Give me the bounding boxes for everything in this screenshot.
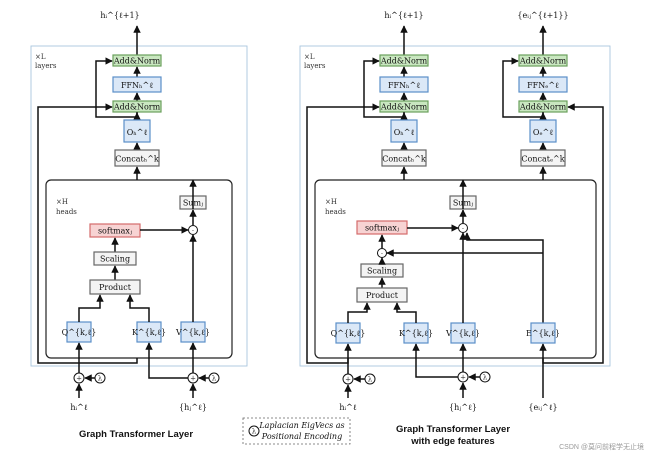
left-v-label: V^{k,ℓ} xyxy=(175,328,210,337)
left-concat-box xyxy=(114,149,160,167)
right-ffn-e-box xyxy=(518,76,568,93)
legend-symbol: λ xyxy=(252,428,257,436)
right-addnorm-e-top-box xyxy=(518,54,568,67)
right-caption-line1: Graph Transformer Layer xyxy=(396,424,510,435)
right-e-label: E^{k,ℓ} xyxy=(526,329,560,338)
left-caption: Graph Transformer Layer xyxy=(79,429,193,440)
right-ffn-e-label: FFNₑ^ℓ xyxy=(527,81,559,90)
right-concat-h-label: Concatₕ^k xyxy=(382,155,426,164)
left-panel: ×L layers ×H heads hᵢ^{ℓ+1} Add&Norm FFN… xyxy=(30,11,248,440)
right-concat-e-label: Concatₑ^k xyxy=(521,155,564,164)
left-plus2-op-symbol: + xyxy=(190,375,196,383)
right-softmax-label: softmaxⱼ xyxy=(365,224,399,233)
right-layer-frame xyxy=(299,45,611,367)
right-stack-sub: layers xyxy=(304,62,326,70)
left-stack-label: ×L xyxy=(35,53,46,61)
left-input-hj-label: {hⱼ^ℓ} xyxy=(179,403,207,412)
right-panel: ×L layers ×H heads hᵢ^{ℓ+1} Add&Norm FFN… xyxy=(299,11,611,447)
watermark: CSDN @莫问前程学无止境 xyxy=(559,442,644,451)
left-heads-label: ×H xyxy=(56,198,68,206)
right-q-label: Q^{k,ℓ} xyxy=(331,329,366,338)
right-plus2-op-symbol: + xyxy=(460,374,466,382)
left-plus-op-symbol: + xyxy=(76,375,82,383)
left-addnorm-top-label: Add&Norm xyxy=(113,57,161,66)
right-heads-label: ×H xyxy=(325,198,337,206)
left-addnorm-top-box xyxy=(112,54,162,67)
left-scaling-label: Scaling xyxy=(100,255,130,264)
right-o-h-box xyxy=(390,119,418,143)
left-addnorm-mid-label: Add&Norm xyxy=(113,103,161,112)
left-output-label: hᵢ^{ℓ+1} xyxy=(100,11,139,20)
legend-line2: Positional Encoding xyxy=(261,432,342,441)
left-heads-frame xyxy=(45,179,233,359)
legend: λ Laplacian EigVecs as Positional Encodi… xyxy=(242,417,351,445)
right-o-e-box xyxy=(529,119,557,143)
left-ffn-box xyxy=(112,76,162,93)
left-o-label: Oₕ^ℓ xyxy=(127,128,148,137)
right-output-e-label: {eᵢⱼ^{ℓ+1}} xyxy=(517,11,568,20)
left-ffn-label: FFNₕ^ℓ xyxy=(121,81,153,90)
right-plus-op-symbol: + xyxy=(345,376,351,384)
right-caption-line2: with edge features xyxy=(410,436,494,447)
right-dot-op-symbol: · xyxy=(462,225,464,233)
right-dot2-op-symbol: · xyxy=(381,250,383,258)
right-lambda2-op-symbol: λ xyxy=(483,374,488,382)
left-k-label: K^{k,ℓ} xyxy=(132,328,166,337)
right-input-h-label: hᵢ^ℓ xyxy=(339,403,356,412)
left-lambda-op-symbol: λ xyxy=(98,375,103,383)
left-layer-frame xyxy=(30,45,248,367)
left-stack-sub: layers xyxy=(35,62,57,70)
left-input-h-label: hᵢ^ℓ xyxy=(70,403,87,412)
right-ffn-h-box xyxy=(379,76,429,93)
legend-lambda-icon xyxy=(248,425,260,437)
right-addnorm-e-mid-label: Add&Norm xyxy=(519,103,567,112)
right-ffn-h-label: FFNₕ^ℓ xyxy=(388,81,420,90)
right-input-hj-label: {hⱼ^ℓ} xyxy=(449,403,477,412)
right-scaling-label: Scaling xyxy=(367,267,397,276)
right-k-label: K^{k,ℓ} xyxy=(399,329,433,338)
left-heads-sub: heads xyxy=(56,208,77,216)
right-stack-label: ×L xyxy=(304,53,315,61)
right-product-box xyxy=(356,287,408,303)
right-addnorm-h-top-label: Add&Norm xyxy=(380,57,428,66)
left-dot-op-symbol: · xyxy=(192,227,194,235)
right-product-label: Product xyxy=(366,291,399,300)
right-concat-e-box xyxy=(520,149,566,167)
right-concat-h-box xyxy=(381,149,427,167)
right-heads-sub: heads xyxy=(325,208,346,216)
right-output-h-label: hᵢ^{ℓ+1} xyxy=(384,11,423,20)
right-input-e-label: {eᵢⱼ^ℓ} xyxy=(528,403,557,412)
right-lambda-op-symbol: λ xyxy=(368,376,373,384)
right-v-label: V^{k,ℓ} xyxy=(445,329,480,338)
left-o-box xyxy=(123,119,151,143)
left-scaling-box xyxy=(93,251,137,266)
right-heads-frame xyxy=(314,179,597,359)
left-product-label: Product xyxy=(99,283,132,292)
legend-frame xyxy=(242,417,351,445)
right-addnorm-h-top-box xyxy=(379,54,429,67)
left-concat-label: Concatₕ^k xyxy=(115,155,159,164)
right-addnorm-h-mid-label: Add&Norm xyxy=(380,103,428,112)
legend-line1: Laplacian EigVecs as xyxy=(258,421,344,430)
right-o-h-label: Oₕ^ℓ xyxy=(394,128,415,137)
right-addnorm-e-top-label: Add&Norm xyxy=(519,57,567,66)
left-softmax-label: softmaxⱼ xyxy=(98,227,132,236)
right-o-e-label: Oₑ^ℓ xyxy=(533,128,553,137)
left-q-label: Q^{k,ℓ} xyxy=(62,328,97,337)
left-lambda2-op-symbol: λ xyxy=(212,375,217,383)
right-e-box xyxy=(530,322,556,344)
left-product-box xyxy=(89,279,141,295)
